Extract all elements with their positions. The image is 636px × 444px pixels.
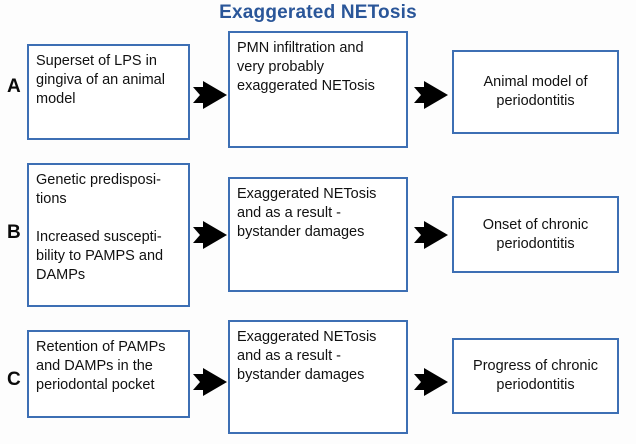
row-c-arrow-1 [193,366,228,403]
row-c-stage2-box: Exaggerated NETosis and as a result - by… [228,320,408,434]
row-c-stage1-text: Retention of PAMPs and DAMPs in the peri… [36,339,166,393]
row-c-arrow-2 [414,366,449,403]
row-c-stage3-box: Progress of chronic periodontitis [452,338,619,414]
row-b-stage1-box: Genetic predisposi- tions Increased susc… [27,163,190,307]
row-c-stage3-text: Progress of chronic periodontitis [473,358,598,393]
row-a-stage1-text: Superset of LPS in gingiva of an animal … [36,53,165,107]
row-label-b: B [7,222,21,243]
row-c-stage2-text: Exaggerated NETosis and as a result - by… [237,329,377,383]
row-a-stage3-text: Animal model of periodontitis [483,74,588,109]
row-b-arrow-1 [193,219,228,256]
row-b-arrow-2 [414,219,449,256]
row-c-stage1-box: Retention of PAMPs and DAMPs in the peri… [27,330,190,418]
diagram-title: Exaggerated NETosis [219,2,417,23]
row-b-stage3-box: Onset of chronic periodontitis [452,196,619,273]
row-a-arrow-2 [414,79,449,116]
row-label-c: C [7,369,21,390]
row-b-stage3-text: Onset of chronic periodontitis [482,216,589,252]
row-b-stage2-box: Exaggerated NETosis and as a result - by… [228,177,408,292]
row-label-a: A [7,76,21,97]
row-b-stage2-text: Exaggerated NETosis and as a result - by… [237,186,377,240]
row-a-stage2-box: PMN infiltration and very probably exagg… [228,31,408,148]
row-a-arrow-1 [193,79,228,116]
row-a-stage1-box: Superset of LPS in gingiva of an animal … [27,44,190,140]
row-a-stage2-text: PMN infiltration and very probably exagg… [237,40,375,94]
row-b-stage1-text: Genetic predisposi- tions Increased susc… [36,172,164,283]
row-a-stage3-box: Animal model of periodontitis [452,50,619,134]
